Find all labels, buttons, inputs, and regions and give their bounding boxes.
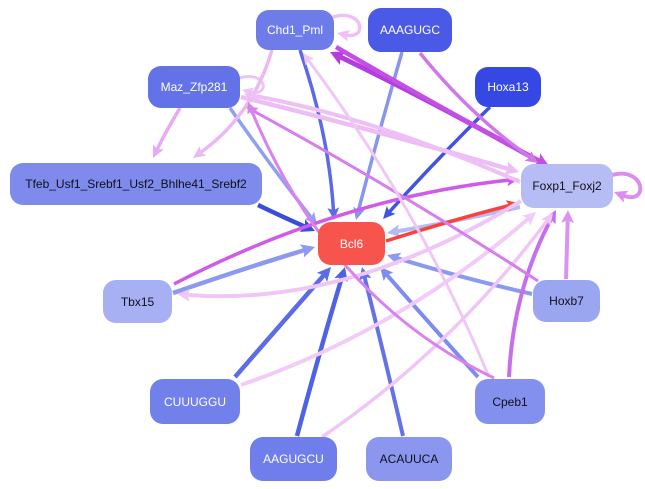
edge-aaagugc-to-foxp1_foxj2 <box>418 51 538 163</box>
edge-line <box>173 178 511 286</box>
edge-line <box>395 255 533 296</box>
edge-hoxb7-to-foxp1_foxj2 <box>561 210 575 280</box>
edge-arrowhead <box>193 146 207 158</box>
node-label: Bcl6 <box>339 236 364 251</box>
node-hoxa13[interactable]: Hoxa13 <box>475 67 541 107</box>
edge-arrowhead <box>387 252 402 265</box>
edge-line <box>611 171 643 200</box>
node-label: Tbx15 <box>120 294 155 309</box>
node-foxp1_foxj2[interactable]: Foxp1_Foxj2 <box>521 164 613 208</box>
edge-chd1_pml-to-bcl6 <box>298 49 340 220</box>
edge-arrowhead <box>383 205 396 219</box>
edge-line <box>252 93 521 184</box>
edge-chd1_pml-self <box>332 13 362 42</box>
node-label: Hoxb7 <box>549 294 584 308</box>
edge-line <box>172 247 307 296</box>
edge-aagugcu-to-foxp1_foxj2 <box>321 213 553 439</box>
edge-foxp1_foxj2-self <box>611 171 643 203</box>
edge-line <box>233 272 327 379</box>
edge-hoxb7-to-bcl6 <box>387 252 533 296</box>
edge-line <box>306 58 491 378</box>
node-chd1_pml[interactable]: Chd1_Pml <box>256 10 334 50</box>
node-label: AAAGUGC <box>379 23 440 37</box>
edge-arrowhead <box>177 288 191 302</box>
edge-line <box>155 107 182 152</box>
edge-line <box>321 218 550 439</box>
edge-arrowhead <box>152 144 164 158</box>
node-label: Chd1_Pml <box>266 23 324 37</box>
edge-cuuuggu-to-foxp1_foxj2 <box>240 212 536 387</box>
edge-maz_zfp281-to-tfeb <box>152 107 182 158</box>
node-maz_zfp281[interactable]: Maz_Zfp281 <box>148 66 240 108</box>
node-cuuuggu[interactable]: CUUUGGU <box>150 379 240 424</box>
node-label: Hoxa13 <box>487 80 529 94</box>
edge-arrowhead <box>316 267 331 282</box>
edge-arrowhead <box>380 267 394 282</box>
node-label: Foxp1_Foxj2 <box>532 179 602 193</box>
edge-foxp1_foxj2-to-maz_zfp281 <box>244 90 521 184</box>
node-acauuca[interactable]: ACAUUCA <box>366 437 452 481</box>
node-bcl6[interactable]: Bcl6 <box>318 222 385 265</box>
node-label: Cpeb1 <box>492 394 528 409</box>
edge-arrowhead <box>561 210 575 224</box>
edge-chd1_pml-to-tfeb <box>193 49 274 158</box>
edge-cpeb1-to-chd1_pml <box>303 53 491 378</box>
node-label: CUUUGGU <box>164 394 226 409</box>
edge-arrowhead <box>303 53 315 66</box>
edge-line <box>249 108 495 380</box>
edge-line <box>252 109 539 283</box>
node-label: Tfeb_Usf1_Srebf1_Usf2_Bhlhe41_Srebf2 <box>25 177 247 191</box>
edge-acauuca-to-bcl6 <box>358 267 405 437</box>
edge-cpeb1-to-maz_zfp281 <box>247 102 495 380</box>
edge-foxp1_foxj2-to-tbx15 <box>177 199 523 302</box>
edge-arrowhead <box>299 244 315 258</box>
edge-arrowhead <box>327 207 340 220</box>
edge-line <box>362 275 405 437</box>
edge-maz_zfp281-to-foxp1_foxj2 <box>240 94 519 175</box>
edge-line <box>198 49 274 155</box>
node-tfeb[interactable]: Tfeb_Usf1_Srebf1_Usf2_Bhlhe41_Srebf2 <box>10 163 262 205</box>
node-cpeb1[interactable]: Cpeb1 <box>475 379 545 424</box>
edge-line <box>185 199 523 299</box>
edge-arrowhead <box>330 51 347 65</box>
node-hoxb7[interactable]: Hoxb7 <box>533 280 600 322</box>
node-label: ACAUUCA <box>379 452 439 466</box>
edge-line <box>332 13 362 38</box>
edge-arrowhead <box>540 213 553 227</box>
edge-line <box>385 203 512 243</box>
node-aagugcu[interactable]: AAGUGCU <box>250 437 337 481</box>
edge-tbx15-to-bcl6 <box>172 244 315 296</box>
edge-line <box>418 51 533 160</box>
node-label: AAGUGCU <box>263 452 324 466</box>
edge-arrowhead <box>524 151 538 163</box>
edge-arrowhead <box>247 102 258 115</box>
edge-arrowhead <box>244 90 258 103</box>
node-tbx15[interactable]: Tbx15 <box>103 280 172 323</box>
edge-arrowhead <box>503 161 519 175</box>
edge-line <box>507 217 554 378</box>
node-label: Maz_Zfp281 <box>160 80 228 94</box>
edge-line <box>257 202 308 230</box>
edge-arrowhead <box>387 224 401 238</box>
edge-line <box>240 94 511 172</box>
edge-arrowhead <box>614 190 629 203</box>
node-aaagugc[interactable]: AAAGUGC <box>368 8 452 52</box>
edge-arrowhead <box>337 29 351 42</box>
edge-line <box>564 219 570 280</box>
edge-line <box>298 49 336 212</box>
edge-arrowhead <box>521 212 536 226</box>
edge-line <box>240 216 531 387</box>
